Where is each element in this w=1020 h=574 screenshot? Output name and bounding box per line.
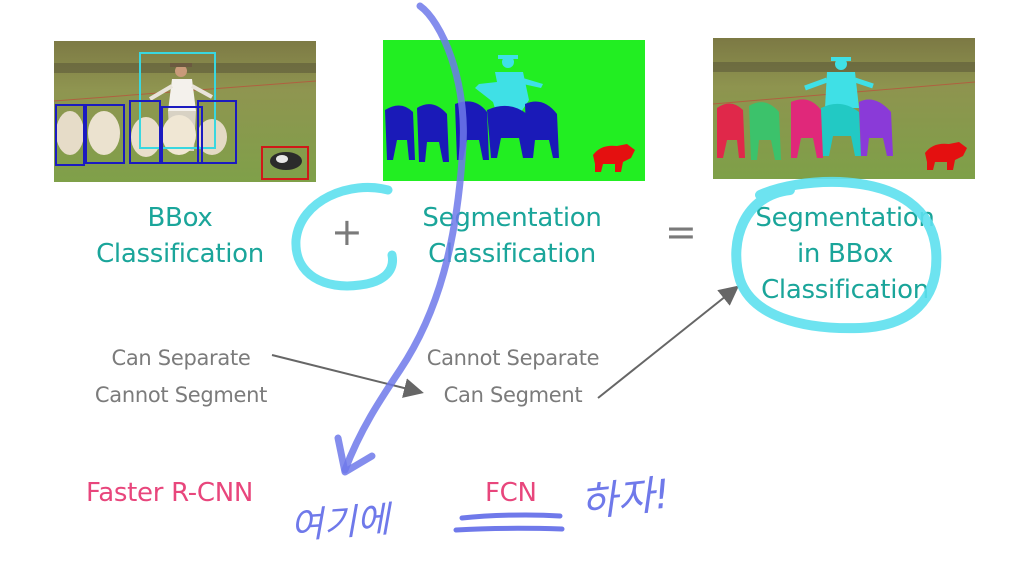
handwriting-lets-do: 하자! xyxy=(578,471,673,527)
fcn-underline-top xyxy=(459,512,563,521)
bbox-label-line1: BBox xyxy=(147,203,213,233)
faster-rcnn-label: Faster R-CNN xyxy=(86,478,254,508)
segmentation-note-separate: Cannot Separate xyxy=(426,346,600,370)
segmentation-label-line1: Segmentation xyxy=(422,203,602,233)
segmentation-label-line2: Classification xyxy=(428,239,596,269)
equals-operator: = xyxy=(665,210,697,254)
result-label-line2: in BBox xyxy=(796,239,894,269)
result-label-line3: Classification xyxy=(761,275,929,305)
instance-result-photo xyxy=(713,38,975,179)
plus-operator: + xyxy=(331,210,363,254)
pen-arrowhead xyxy=(334,434,376,476)
bbox-notes: Can Separate Cannot Segment xyxy=(70,340,292,414)
segmentation-in-bbox-label: Segmentation in BBox Classification xyxy=(727,200,963,308)
bbox-note-segment: Cannot Segment xyxy=(94,383,268,407)
bbox-note-separate: Can Separate xyxy=(111,346,251,370)
arrow-separate-to-segment xyxy=(271,354,424,398)
result-label-line1: Segmentation xyxy=(755,203,935,233)
fcn-underline-bottom xyxy=(453,525,565,533)
handwriting-here: 여기에 xyxy=(288,499,391,548)
bbox-photo xyxy=(54,41,316,182)
fcn-label: FCN xyxy=(485,478,537,508)
segmentation-note-segment: Can Segment xyxy=(443,383,583,407)
bbox-label-line2: Classification xyxy=(96,239,264,269)
bbox-classification-label: BBox Classification xyxy=(60,200,300,272)
segmentation-classification-label: Segmentation Classification xyxy=(392,200,632,272)
segmentation-map xyxy=(383,40,645,181)
segmentation-notes: Cannot Separate Can Segment xyxy=(402,340,624,414)
